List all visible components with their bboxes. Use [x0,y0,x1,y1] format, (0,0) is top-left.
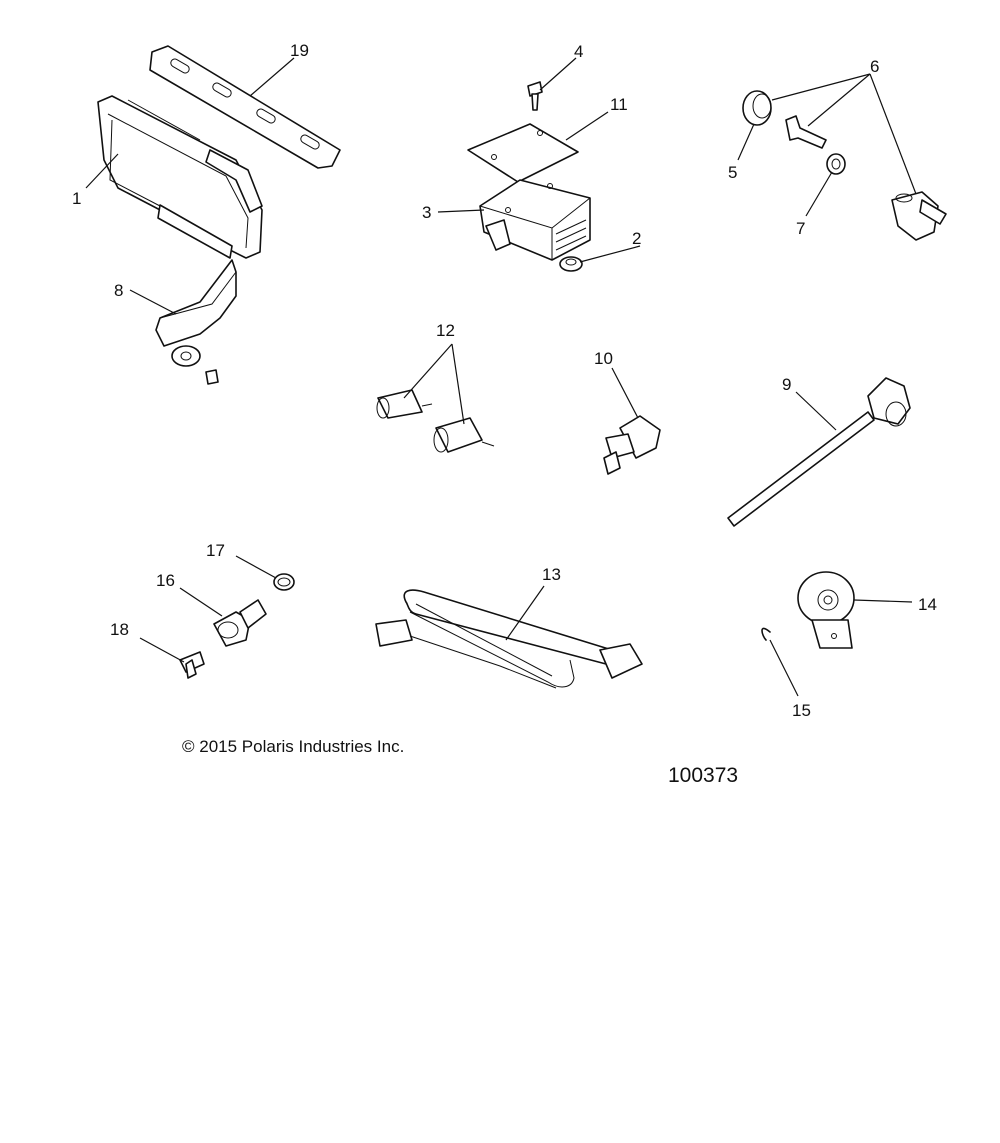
callout-10: 10 [594,349,613,368]
callout-16: 16 [156,571,175,590]
callout-6: 6 [870,57,879,76]
callout-19: 19 [290,41,309,60]
part-17-o-ring [273,573,295,591]
part-16-cam-sensor [213,599,267,647]
diagram-number: 100373 [668,764,739,787]
callout-8: 8 [114,281,123,300]
leader-lines [85,57,917,697]
callout-labels: 1 19 4 11 3 2 6 5 7 8 12 10 9 17 16 18 1… [72,41,937,720]
callout-9: 9 [782,375,791,394]
part-2-grommet [559,256,583,272]
callout-5: 5 [728,163,737,182]
part-12-plug [376,389,433,419]
callout-4: 4 [574,42,583,61]
part-14-knock-sensor [797,571,855,649]
part-8-map-sensor [155,259,237,385]
callout-2: 2 [632,229,641,248]
part-18-bolt [179,651,205,679]
callout-11: 11 [610,95,628,114]
part-12-sleeve [433,417,495,453]
part-9-probe-sensor [727,377,911,527]
copyright-notice: © 2015 Polaris Industries Inc. [182,737,405,756]
callout-13: 13 [542,565,561,584]
part-11-gasket-plate [467,123,579,183]
callout-1: 1 [72,189,81,208]
callout-3: 3 [422,203,431,222]
callout-15: 15 [792,701,811,720]
callout-17: 17 [206,541,225,560]
part-13-wiring-harness [375,589,643,689]
part-1-ecu-module [97,95,263,259]
callout-14: 14 [918,595,937,614]
part-7-washer [826,153,846,175]
part-10-temp-sensor [603,415,661,475]
part-19-mounting-strap [149,45,341,169]
part-5-cap [742,90,772,126]
part-6-key-tab [785,115,827,149]
part-15-clip [761,627,771,641]
part-4-screw [527,81,543,111]
callout-7: 7 [796,219,805,238]
callout-18: 18 [110,620,129,639]
callout-12: 12 [436,321,455,340]
part-6-switch [891,191,947,241]
part-3-housing-box [479,179,591,261]
